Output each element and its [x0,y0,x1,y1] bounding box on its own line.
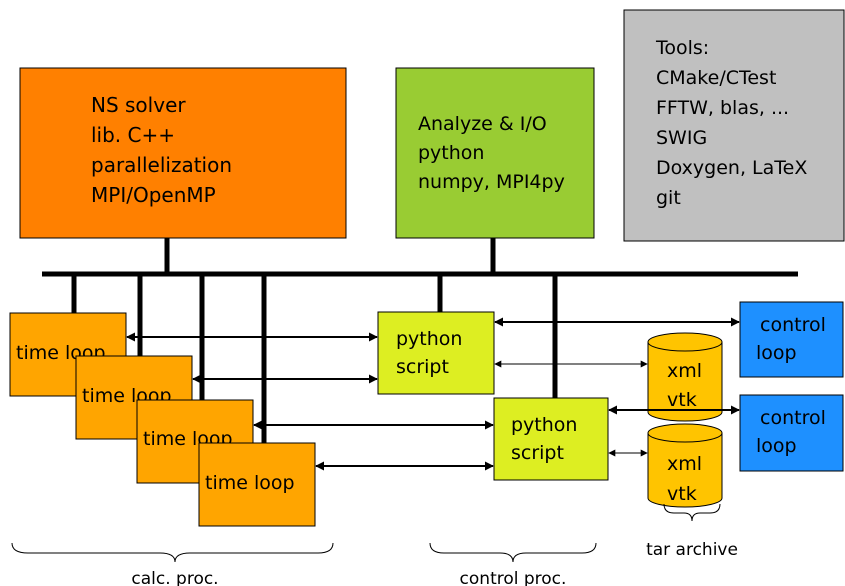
database-cylinder-1 [647,332,723,422]
analyze-box-text: Analyze & I/O python numpy, MPI4py [418,113,565,193]
python-script-box-2 [493,397,609,481]
solver-box [19,67,347,239]
analyze-box [395,67,595,239]
python-script-text-2: python script [511,414,584,464]
database-text-2: xml vtk [667,453,708,505]
time-loop-box-4 [198,442,316,527]
database-cylinder-2 [647,423,723,508]
brace-calc-proc [11,542,334,563]
control-loop-box-2 [739,394,844,472]
solver-box-text: NS solver lib. C++ parallelization MPI/O… [91,93,238,207]
brace-label-calc-proc: calc. proc. [131,569,218,586]
python-script-text-1: python script [396,328,469,378]
brace-control-proc [429,542,597,563]
control-loop-text-1: control loop [756,314,832,364]
arrows [126,317,740,471]
python-script-box-1 [377,311,495,395]
control-loop-text-2: control loop [756,407,832,457]
brace-label-control-proc: control proc. [460,569,567,586]
tools-box [623,9,845,242]
brace-label-tar-archive: tar archive [646,540,738,560]
time-loop-label-4: time loop [205,472,295,494]
control-loop-box-1 [739,301,844,378]
tools-box-text: Tools: CMake/CTest FFTW, blas, ... SWIG … [655,37,813,209]
braces [11,503,721,563]
brace-tar-archive [663,503,721,522]
